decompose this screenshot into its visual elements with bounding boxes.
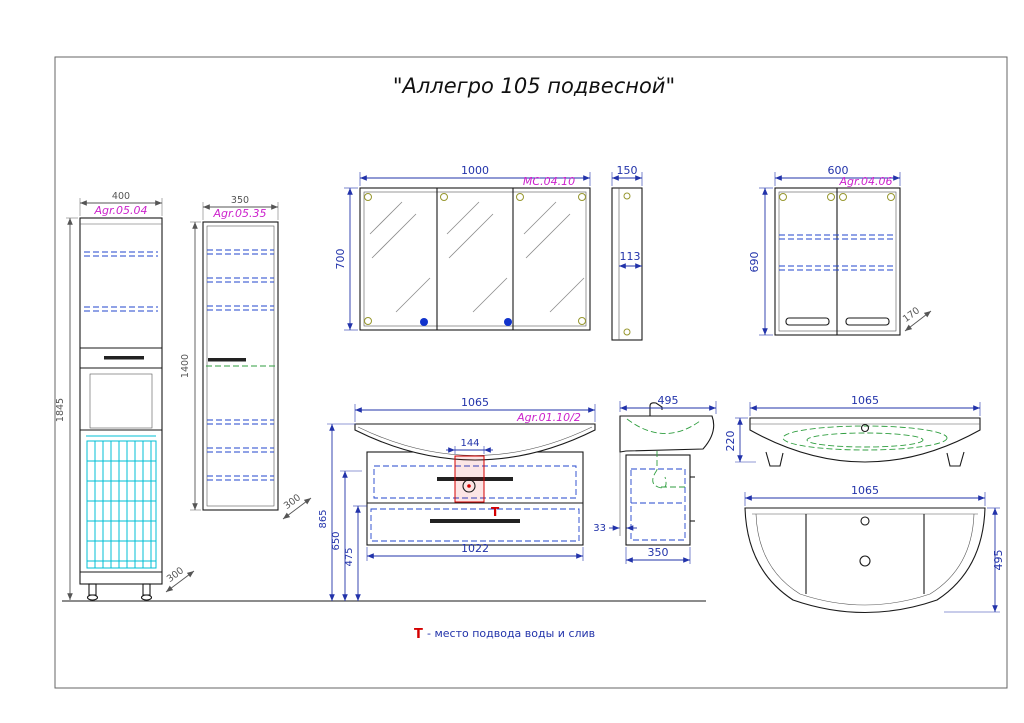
door-handle: [785, 317, 830, 326]
label-vanity: Agr.01.10/2: [516, 411, 581, 424]
label-wallcab: Agr.04.06: [838, 175, 892, 188]
sink-front-view: 1065 495: [744, 484, 1005, 613]
lamp-icon: [623, 192, 631, 200]
faucet-hole-icon: [860, 516, 870, 526]
vanity-agr-01-10-2: Т 1065 Agr.01.10/2 144 865 650 475 1022: [318, 396, 596, 601]
legend: Т - место подвода воды и слив: [414, 627, 595, 642]
hinge-icon: [779, 193, 787, 201]
dim-vanity-detail: 144: [460, 438, 479, 449]
lamp-icon: [516, 193, 524, 201]
drawing-frame: [54, 56, 1008, 689]
dim-vanity-height-mid: 650: [331, 531, 342, 550]
tall-cabinet-agr-05-35: 350 Agr.05.35 1400 300: [180, 195, 312, 520]
dim-mirror-width: 1000: [461, 164, 489, 177]
mirror-cabinet-side-view: 150 113: [611, 164, 643, 341]
door-handle: [845, 317, 890, 326]
dim-wallcab-depth: 170: [901, 305, 922, 325]
switch-dot-icon: [420, 318, 428, 326]
lamp-icon: [440, 193, 448, 201]
vanity-side-view: 495 33 350: [593, 394, 717, 564]
legend-t-marker: Т: [414, 627, 423, 642]
switch-dot-icon: [504, 318, 512, 326]
drain-center-dot: [467, 484, 471, 488]
label-cab2: Agr.05.35: [212, 207, 266, 220]
hinge-icon: [887, 193, 895, 201]
washbasin-front-profile: [354, 423, 596, 461]
hinge-icon: [839, 193, 847, 201]
label-mirror: МС.04.10: [523, 175, 575, 188]
mirror-cabinet-mc-04-10: 1000 МС.04.10 700: [334, 164, 591, 331]
wall-cabinet-agr-04-06: 600 Agr.04.06 690 170: [748, 164, 932, 336]
hinge-icon: [364, 317, 372, 325]
label-cab1: Agr.05.04: [93, 204, 147, 217]
countertop-side-profile: [619, 415, 715, 453]
drain-hole-icon: [462, 479, 476, 493]
page-title: "Аллегро 105 подвесной": [393, 74, 675, 98]
dim-vanity-side-depth: 350: [648, 546, 669, 559]
lamp-icon: [364, 193, 372, 201]
drain-hole-icon: [859, 555, 871, 567]
dim-sinkfront-width: 1065: [851, 484, 879, 497]
dim-vanity-back-gap: 33: [593, 523, 606, 534]
dim-cab2-width: 350: [231, 195, 249, 206]
mounting-bracket: [946, 451, 965, 467]
hinge-icon: [827, 193, 835, 201]
dim-vanity-inner-width: 1022: [461, 542, 489, 555]
dim-wallcab-width: 600: [828, 164, 849, 177]
tall-cabinet-agr-05-04: 400 Agr.05.04 1845 300: [55, 191, 195, 601]
dim-wallcab-height: 690: [748, 252, 761, 273]
hinge-icon: [578, 317, 586, 325]
dim-cab2-depth: 300: [282, 492, 303, 512]
t-marker-vanity: Т: [491, 505, 500, 519]
dim-cab1-depth: 300: [165, 565, 186, 585]
dim-cab1-height: 1845: [55, 398, 66, 422]
mounting-bracket: [765, 451, 784, 467]
sink-front-outline: [744, 507, 986, 613]
dim-vanity-width: 1065: [461, 396, 489, 409]
legend-text: - место подвода воды и слив: [427, 627, 595, 640]
drawer-handle: [430, 519, 520, 523]
dim-sinktop-width: 1065: [851, 394, 879, 407]
sink-top-view: 1065 220: [724, 394, 981, 467]
drawer-handle: [437, 477, 513, 481]
dim-cab2-height: 1400: [180, 354, 191, 378]
dim-mirror-side-depth: 113: [620, 250, 641, 263]
hinge-icon: [623, 328, 631, 336]
dim-vanity-side-width: 495: [658, 394, 679, 407]
dim-mirror-height: 700: [334, 249, 347, 270]
lamp-icon: [578, 193, 586, 201]
dim-mirror-side-width: 150: [617, 164, 638, 177]
siphon-trap: [652, 469, 667, 489]
faucet-hole-icon: [860, 423, 870, 433]
dim-cab1-width: 400: [112, 191, 130, 202]
dim-vanity-height-drawers: 475: [344, 547, 355, 566]
dim-sinktop-depth: 220: [724, 431, 737, 452]
dim-vanity-height-total: 865: [318, 509, 329, 528]
water-supply-zone: [454, 455, 485, 503]
dim-sinkfront-height: 495: [992, 550, 1005, 571]
